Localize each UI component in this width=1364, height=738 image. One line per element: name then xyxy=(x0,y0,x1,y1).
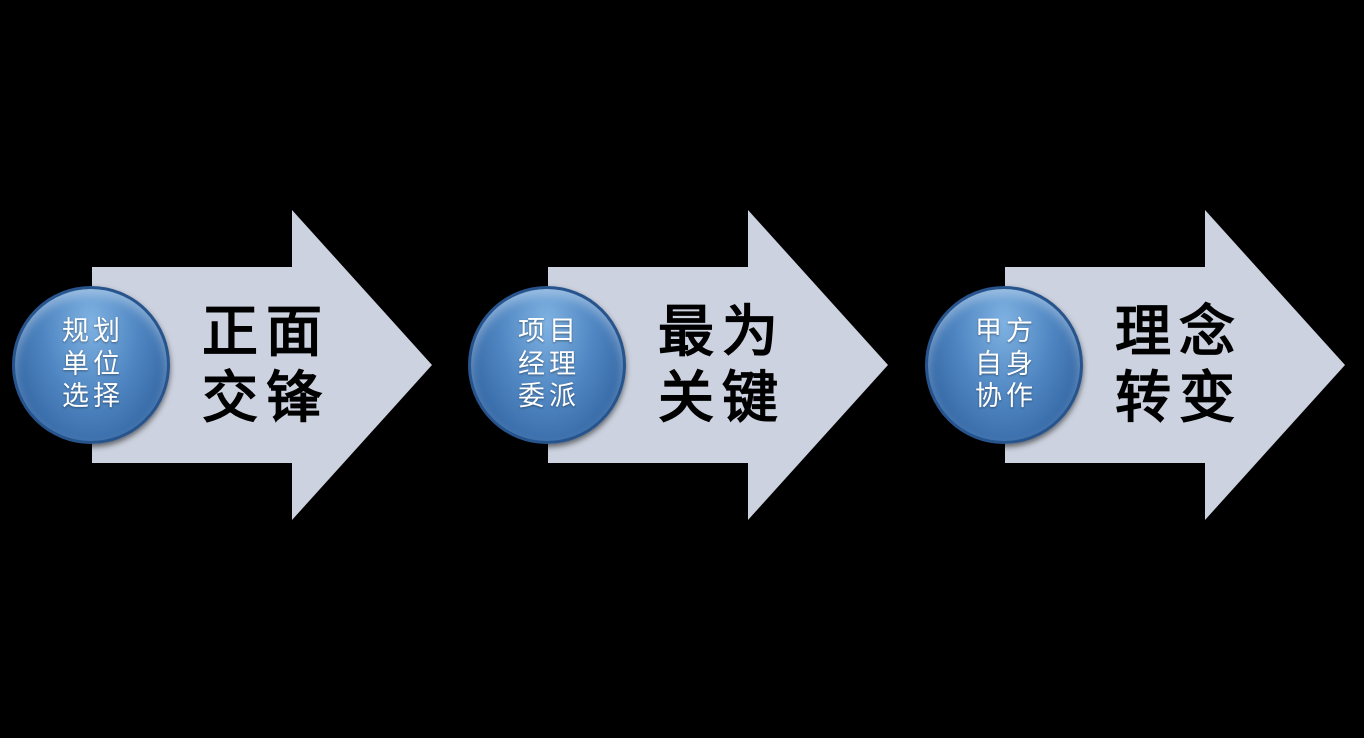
circle-text-line: 甲方 xyxy=(975,315,1037,347)
circle-text-line: 经理 xyxy=(518,348,580,380)
circle-text-line: 选择 xyxy=(62,381,124,413)
process-step-1: 规划 单位 选择 正面 交锋 xyxy=(12,210,442,525)
step-label-line: 关键 xyxy=(658,365,786,431)
step-circle: 规划 单位 选择 xyxy=(12,286,170,444)
step-circle: 项目 经理 委派 xyxy=(468,286,626,444)
circle-text-line: 委派 xyxy=(518,381,580,413)
step-circle: 甲方 自身 协作 xyxy=(925,286,1083,444)
circle-text-line: 协作 xyxy=(975,381,1037,413)
circle-text-line: 自身 xyxy=(975,348,1037,380)
step-label: 理念 转变 xyxy=(1065,252,1285,478)
step-label-line: 正面 xyxy=(202,298,330,365)
circle-text-line: 规划 xyxy=(62,315,124,347)
circle-text-line: 项目 xyxy=(518,315,580,347)
step-label-line: 理念 xyxy=(1115,298,1243,365)
step-label: 最为 关键 xyxy=(608,252,828,478)
step-label-line: 转变 xyxy=(1115,365,1243,431)
step-label-line: 最为 xyxy=(658,298,786,365)
circle-text-line: 单位 xyxy=(62,348,124,380)
process-step-3: 甲方 自身 协作 理念 转变 xyxy=(925,210,1355,525)
step-label-line: 交锋 xyxy=(202,365,330,431)
process-step-2: 项目 经理 委派 最为 关键 xyxy=(468,210,898,525)
step-label: 正面 交锋 xyxy=(152,252,372,478)
